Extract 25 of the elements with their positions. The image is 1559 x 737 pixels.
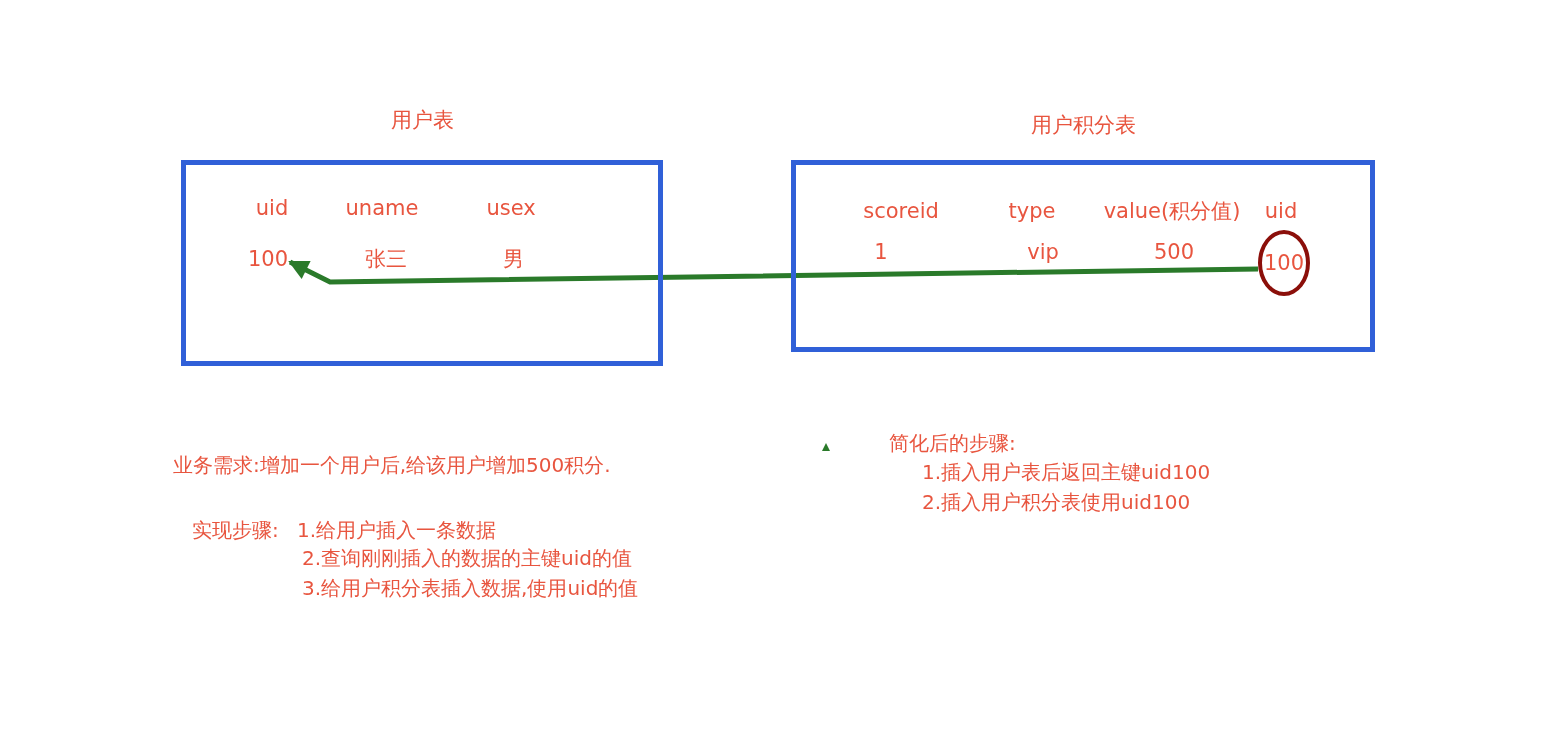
step-text: 1.给用户插入一条数据 (297, 517, 497, 544)
arrow (288, 259, 1259, 285)
table-title: 用户表 (389, 107, 455, 134)
step-text: 2.插入用户积分表使用uid100 (922, 489, 1191, 516)
field-value: 男 (502, 248, 524, 272)
column-name: value(积分值) (1103, 200, 1241, 224)
column-name: uid (1264, 200, 1298, 224)
requirement-note: 业务需求:增加一个用户后,给该用户增加500积分. (173, 452, 611, 479)
steps-heading: 实现步骤: (192, 517, 279, 544)
column-name: scoreid (863, 200, 939, 224)
column-name: usex (486, 197, 536, 221)
column-name: uid (255, 197, 289, 221)
field-value: 100 (247, 248, 289, 272)
column-name: type (1008, 200, 1056, 224)
step-text: 3.给用户积分表插入数据,使用uid的值 (302, 575, 639, 602)
field-value: 500 (1153, 241, 1195, 265)
table-title: 用户积分表 (1029, 112, 1137, 139)
field-value: vip (1027, 241, 1059, 265)
field-value: 1 (874, 241, 888, 265)
highlight-circle: 100 (1258, 230, 1310, 296)
step-text: 1.插入用户表后返回主键uid100 (922, 459, 1211, 486)
field-value: 张三 (365, 248, 407, 272)
step-text: 2.查询刚刚插入的数据的主键uid的值 (302, 545, 632, 572)
steps-heading: 简化后的步骤: (889, 430, 1016, 457)
column-name: uname (345, 197, 419, 221)
